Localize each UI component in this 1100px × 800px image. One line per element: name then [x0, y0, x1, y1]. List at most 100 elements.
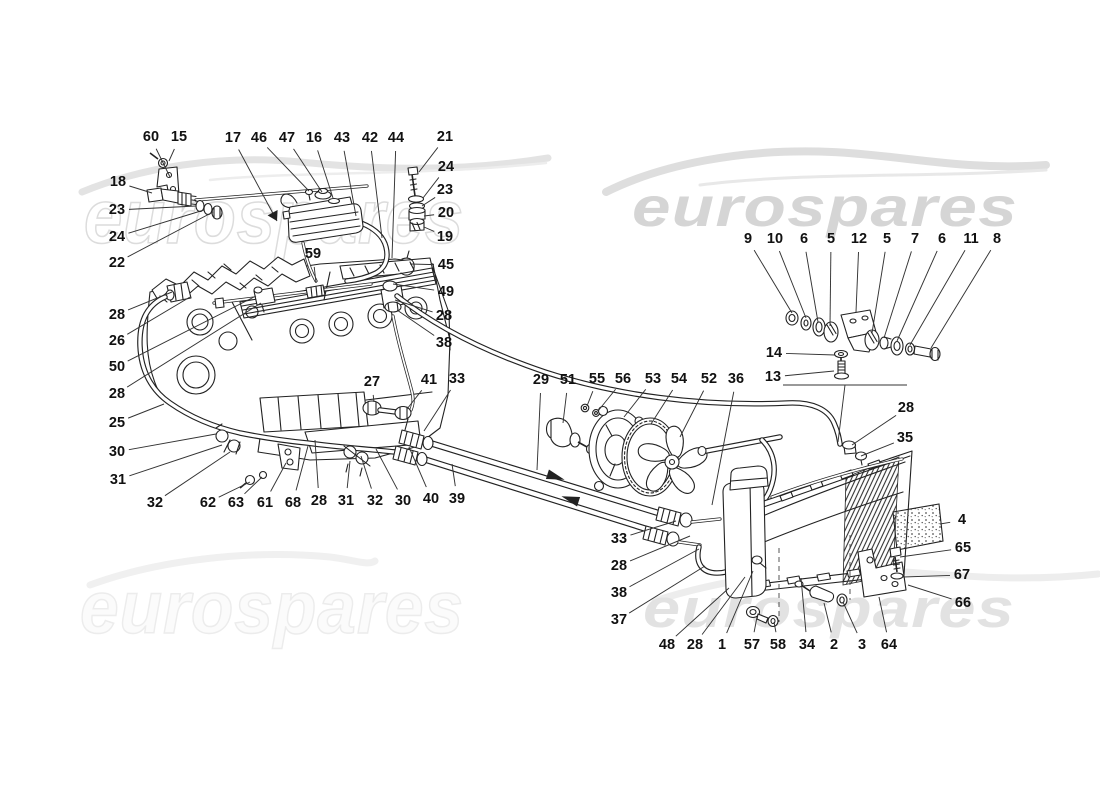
- leader-line-29: [536, 392, 541, 471]
- leader-line-21: [418, 147, 439, 173]
- leader-line-58: [773, 621, 777, 633]
- callout-40: 40: [423, 491, 439, 507]
- leader-line-16: [317, 150, 334, 199]
- callout-2: 2: [830, 637, 838, 653]
- leader-line-14: [785, 352, 836, 356]
- callout-28: 28: [436, 308, 452, 324]
- radiator: [722, 440, 944, 628]
- callout-9: 9: [744, 231, 752, 247]
- callout-61: 61: [257, 495, 273, 511]
- leader-line-30: [375, 448, 398, 490]
- leader-line-38: [396, 309, 435, 336]
- leader-line-20: [423, 214, 435, 217]
- callout-33: 33: [449, 371, 465, 387]
- leader-line-5: [871, 251, 886, 334]
- leader-line-9: [753, 249, 793, 314]
- leader-line-48: [675, 587, 730, 637]
- callout-28: 28: [611, 558, 627, 574]
- callout-39: 39: [449, 491, 465, 507]
- leader-line-26: [127, 296, 191, 335]
- watermark-text-bottom-left: eurospares: [80, 566, 464, 649]
- leader-line-40: [408, 446, 427, 488]
- leader-line-4: [939, 521, 951, 525]
- leader-line-32: [164, 451, 231, 497]
- callout-52: 52: [701, 371, 717, 387]
- watermark-swoosh-bottom-left: [86, 551, 379, 589]
- callout-63: 63: [228, 495, 244, 511]
- callout-28: 28: [311, 493, 327, 509]
- leader-line-60: [155, 148, 171, 178]
- leader-line-41: [406, 390, 423, 410]
- leader-line-1: [726, 570, 754, 634]
- leader-line-36: [711, 391, 735, 506]
- callout-43: 43: [334, 130, 350, 146]
- callout-10: 10: [767, 231, 783, 247]
- callout-59: 59: [305, 246, 321, 262]
- leader-line-57: [753, 616, 758, 633]
- callout-58: 58: [770, 637, 786, 653]
- callout-19: 19: [437, 229, 453, 245]
- callout-31: 31: [110, 472, 126, 488]
- callout-7: 7: [911, 231, 919, 247]
- leader-line-18: [129, 185, 153, 194]
- callout-6: 6: [938, 231, 946, 247]
- leader-line-12: [855, 251, 859, 313]
- temp-sensor-assembly: [146, 152, 369, 220]
- watermark-swoosh-top-right: [602, 147, 1050, 196]
- callout-57: 57: [744, 637, 760, 653]
- callout-56: 56: [615, 371, 631, 387]
- callout-32: 32: [367, 493, 383, 509]
- leader-line-28: [394, 299, 433, 313]
- leader-line-55: [586, 391, 594, 407]
- leader-line-23: [421, 197, 436, 207]
- leader-line-63: [244, 476, 263, 495]
- leader-arrowhead: [267, 210, 278, 221]
- callout-47: 47: [279, 130, 295, 146]
- callout-66: 66: [955, 595, 971, 611]
- leader-line-8: [930, 249, 992, 349]
- callout-45: 45: [438, 257, 454, 273]
- callout-5: 5: [883, 231, 891, 247]
- leader-line-6: [805, 251, 819, 323]
- flow-arrow-left: [561, 496, 581, 507]
- watermark-text-top-right: eurospares: [632, 175, 1018, 238]
- callout-27: 27: [364, 374, 380, 390]
- watermark-swoosh-top-left: [78, 154, 552, 196]
- callout-31: 31: [338, 493, 354, 509]
- callout-37: 37: [611, 612, 627, 628]
- callout-54: 54: [671, 371, 687, 387]
- callout-65: 65: [955, 540, 971, 556]
- leader-line-42: [370, 150, 383, 239]
- callout-62: 62: [200, 495, 216, 511]
- callout-44: 44: [388, 130, 404, 146]
- callout-32: 32: [147, 495, 163, 511]
- diagram-art: [137, 152, 944, 628]
- callout-25: 25: [109, 415, 125, 431]
- leader-line-28: [127, 291, 173, 311]
- leader-line-15: [168, 148, 175, 162]
- callout-22: 22: [109, 255, 125, 271]
- flow-arrow-right: [545, 469, 565, 480]
- callout-67: 67: [954, 567, 970, 583]
- callout-55: 55: [589, 371, 605, 387]
- callout-33: 33: [611, 531, 627, 547]
- leader-line-59: [313, 266, 317, 284]
- leader-line-32: [360, 455, 372, 489]
- callout-30: 30: [109, 444, 125, 460]
- leader-line-31: [346, 460, 351, 489]
- leader-line-30: [128, 433, 217, 451]
- callout-21: 21: [437, 129, 453, 145]
- callout-13: 13: [765, 369, 781, 385]
- callout-16: 16: [306, 130, 322, 146]
- leader-line-35: [860, 442, 895, 457]
- callout-17: 17: [225, 130, 241, 146]
- callout-46: 46: [251, 130, 267, 146]
- leader-line-66: [907, 584, 952, 600]
- leader-line-43: [343, 150, 357, 217]
- leader-line-54: [650, 389, 674, 425]
- callout-50: 50: [109, 359, 125, 375]
- callout-30: 30: [395, 493, 411, 509]
- leader-line-17: [238, 149, 278, 222]
